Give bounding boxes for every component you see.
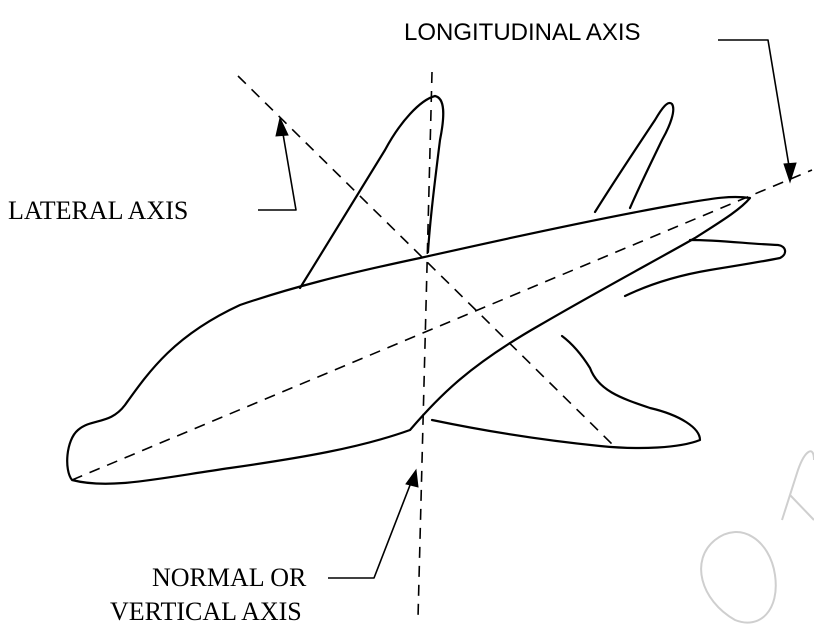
normal-axis-label-line2: VERTICAL AXIS xyxy=(110,597,302,624)
horizontal-stabilizer xyxy=(625,240,785,296)
longitudinal-leader xyxy=(718,40,790,172)
longitudinal-arrow xyxy=(784,163,796,182)
lateral-leader xyxy=(258,128,296,210)
normal-axis-line xyxy=(418,72,432,618)
tail-fin xyxy=(595,103,673,212)
normal-axis-label-line1: NORMAL OR xyxy=(152,563,307,592)
axis-lines xyxy=(72,72,812,618)
leaders xyxy=(258,40,796,578)
watermark xyxy=(701,451,814,622)
lateral-axis-line xyxy=(238,76,612,444)
upper-wing xyxy=(300,96,443,288)
longitudinal-axis-label: LONGITUDINAL AXIS xyxy=(404,19,641,46)
lateral-arrow xyxy=(276,118,288,136)
fuselage xyxy=(67,197,750,484)
lower-wing xyxy=(432,336,700,448)
normal-leader xyxy=(328,480,412,578)
lateral-axis-label: LATERAL AXIS xyxy=(8,196,188,225)
normal-arrow xyxy=(406,470,418,487)
